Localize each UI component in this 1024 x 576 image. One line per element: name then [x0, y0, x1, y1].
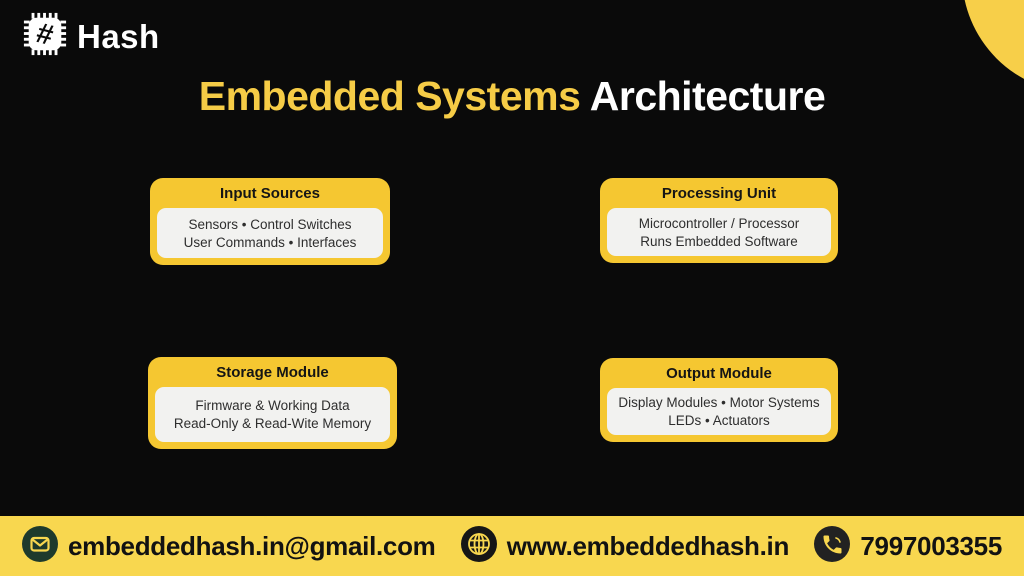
footer-website: www.embeddedhash.in — [460, 525, 790, 567]
envelope-icon — [22, 525, 58, 567]
email-text: embeddedhash.in@gmail.com — [68, 530, 436, 561]
card-line: Sensors • Control Switches — [188, 216, 352, 232]
card-connector-nub — [259, 444, 286, 454]
card-title: Input Sources — [219, 184, 320, 202]
card-line: Runs Embedded Software — [640, 233, 798, 249]
phone-icon — [814, 525, 851, 567]
card-input-sources: Input Sources Sensors • Control Switches… — [150, 178, 390, 265]
card-processing-unit: Processing Unit Microcontroller / Proces… — [600, 178, 838, 263]
footer-email: embeddedhash.in@gmail.com — [22, 525, 436, 567]
chip-hash-icon: # — [22, 11, 68, 62]
globe-icon — [460, 525, 497, 567]
svg-text:#: # — [33, 17, 56, 52]
card-title: Storage Module — [216, 363, 329, 381]
phone-text: 7997003355 — [860, 530, 1002, 561]
footer-phone: 7997003355 — [814, 525, 1002, 567]
card-storage-module: Storage Module Firmware & Working Data R… — [148, 357, 397, 454]
card-line: User Commands • Interfaces — [183, 234, 357, 250]
card-line: Read-Only & Read-Wite Memory — [173, 416, 372, 431]
contact-footer: embeddedhash.in@gmail.com www.embeddedha… — [0, 516, 1024, 576]
page-title: Embedded Systems Architecture — [0, 73, 1024, 120]
website-text: www.embeddedhash.in — [506, 530, 790, 561]
card-body: Microcontroller / Processor Runs Embedde… — [607, 208, 831, 256]
brand-logo: # Hash — [22, 11, 160, 62]
card-output-module: Output Module Display Modules • Motor Sy… — [600, 358, 838, 442]
card-body: Firmware & Working Data Read-Only & Read… — [155, 387, 390, 442]
card-line: LEDs • Actuators — [668, 413, 770, 428]
card-line: Microcontroller / Processor — [638, 215, 800, 231]
card-title: Processing Unit — [661, 184, 777, 202]
title-rest: Architecture — [589, 73, 826, 119]
card-title: Output Module — [666, 364, 772, 382]
card-line: Display Modules • Motor Systems — [618, 395, 820, 410]
card-body: Sensors • Control Switches User Commands… — [157, 208, 383, 258]
card-body: Display Modules • Motor Systems LEDs • A… — [607, 388, 831, 435]
brand-name: Hash — [77, 17, 160, 55]
card-line: Firmware & Working Data — [195, 398, 350, 413]
title-highlight: Embedded Systems — [198, 73, 581, 119]
